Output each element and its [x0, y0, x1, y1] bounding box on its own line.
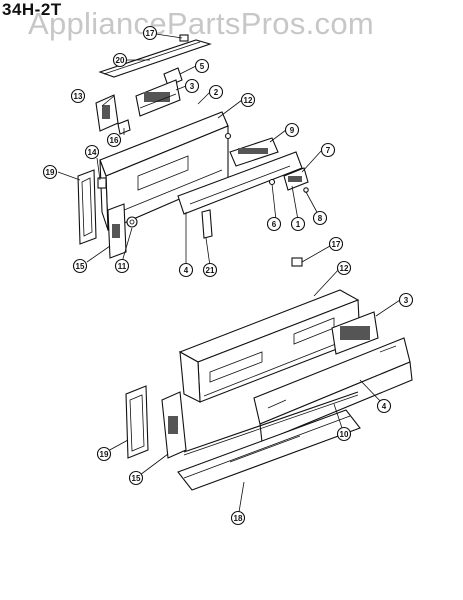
callout-4-upper: 4 — [178, 262, 194, 278]
callout-3-lower: 3 — [398, 292, 414, 308]
svg-text:19: 19 — [46, 168, 55, 177]
rod-10 — [183, 391, 359, 456]
svg-text:15: 15 — [76, 262, 85, 271]
bottom-trim-strip — [177, 409, 361, 491]
model-number: 34H-2T — [2, 0, 62, 19]
knob-11 — [126, 216, 138, 228]
svg-text:16: 16 — [110, 136, 119, 145]
callout-7: 7 — [320, 142, 336, 158]
callout-19-lower: 19 — [96, 446, 112, 462]
callout-14: 14 — [84, 144, 100, 160]
svg-text:2: 2 — [214, 88, 219, 97]
switch-plate — [95, 94, 119, 132]
clock-timer-upper — [135, 79, 181, 117]
watermark: AppliancePartsPros.com — [28, 6, 375, 41]
callout-12-upper: 12 — [240, 92, 256, 108]
callout-18: 18 — [230, 510, 246, 526]
callout-21: 21 — [202, 262, 218, 278]
front-panel-upper — [177, 151, 303, 215]
part-21-bracket — [201, 209, 213, 239]
front-panel-lower — [253, 337, 413, 443]
callout-2: 2 — [208, 84, 224, 100]
callout-6: 6 — [266, 216, 282, 232]
bracket-15-lower — [161, 391, 187, 459]
svg-text:20: 20 — [116, 56, 125, 65]
callout-3-upper: 3 — [184, 78, 200, 94]
callout-17-top: 17 — [142, 25, 158, 41]
bracket-5 — [163, 67, 183, 87]
part-6-screw — [268, 178, 276, 186]
bracket-15-upper — [107, 203, 127, 259]
svg-text:21: 21 — [206, 266, 215, 275]
svg-text:4: 4 — [184, 266, 189, 275]
part-16-bracket — [117, 119, 131, 135]
callout-11: 11 — [114, 258, 130, 274]
svg-text:7: 7 — [326, 146, 331, 155]
callout-4-lower: 4 — [376, 398, 392, 414]
svg-text:15: 15 — [132, 474, 141, 483]
svg-text:10: 10 — [340, 430, 349, 439]
svg-text:19: 19 — [100, 450, 109, 459]
part-14-clip — [97, 177, 107, 189]
clock-timer-lower — [331, 311, 379, 355]
svg-text:13: 13 — [74, 92, 83, 101]
callout-5: 5 — [194, 58, 210, 74]
callout-1: 1 — [290, 216, 306, 232]
svg-text:1: 1 — [296, 220, 301, 229]
callout-16: 16 — [106, 132, 122, 148]
svg-text:11: 11 — [118, 262, 127, 271]
connector-17 — [291, 245, 331, 267]
svg-text:4: 4 — [382, 402, 387, 411]
callout-17-mid: 17 — [328, 236, 344, 252]
callout-9: 9 — [284, 122, 300, 138]
svg-text:6: 6 — [272, 220, 277, 229]
svg-text:8: 8 — [318, 214, 323, 223]
callout-15-lower: 15 — [128, 470, 144, 486]
svg-text:14: 14 — [88, 148, 97, 157]
callout-12-lower: 12 — [336, 260, 352, 276]
part-8-clip — [303, 187, 309, 193]
callout-10: 10 — [336, 426, 352, 442]
svg-text:9: 9 — [290, 126, 295, 135]
callout-15-upper: 15 — [72, 258, 88, 274]
svg-text:18: 18 — [234, 514, 243, 523]
svg-text:5: 5 — [200, 62, 205, 71]
callout-13: 13 — [70, 88, 86, 104]
lower-panel-housing — [178, 289, 361, 403]
small-switch — [283, 167, 309, 191]
svg-text:17: 17 — [332, 240, 341, 249]
control-switch-bar — [229, 137, 279, 167]
svg-text:3: 3 — [404, 296, 409, 305]
svg-text:12: 12 — [340, 264, 349, 273]
top-trim-strip — [98, 39, 212, 78]
side-trim-lower — [125, 385, 149, 459]
svg-text:12: 12 — [244, 96, 253, 105]
callout-20: 20 — [112, 52, 128, 68]
callout-8: 8 — [312, 210, 328, 226]
callout-19-upper: 19 — [42, 164, 58, 180]
svg-text:3: 3 — [190, 82, 195, 91]
side-trim-upper — [77, 169, 97, 245]
svg-text:17: 17 — [146, 29, 155, 38]
